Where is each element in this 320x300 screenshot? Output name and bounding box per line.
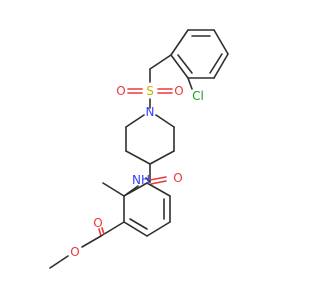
atom-n-piperidine: N (146, 105, 155, 119)
bond-methyl (102, 182, 125, 197)
atom-cl: Cl (192, 89, 204, 103)
bond-c-cl (187, 77, 193, 90)
bond-ester-dbl (98, 228, 102, 237)
atom-o-ester: O (70, 245, 79, 259)
atom-s: S (146, 84, 154, 98)
atom-o-sulfonyl-right: O (174, 84, 183, 98)
bond-ester-co (81, 235, 102, 248)
atom-o-sulfonyl-left: O (116, 84, 125, 98)
bond-ring-ch2 (149, 54, 172, 70)
atom-nh: NH (132, 173, 150, 187)
chlorophenyl-ring (170, 29, 229, 79)
bond-amide-co (149, 176, 167, 181)
atom-o-ester-carbonyl: O (93, 216, 102, 230)
benzoate-ring (123, 182, 171, 237)
bond-ring-ester (100, 221, 125, 237)
bond-c-nh (145, 177, 151, 183)
atom-o-amide: O (173, 171, 182, 185)
bond-o-methyl (49, 255, 69, 269)
molecule-structure: Cl S O O N O NH O O (49, 29, 229, 269)
piperidine-ring (125, 114, 175, 165)
